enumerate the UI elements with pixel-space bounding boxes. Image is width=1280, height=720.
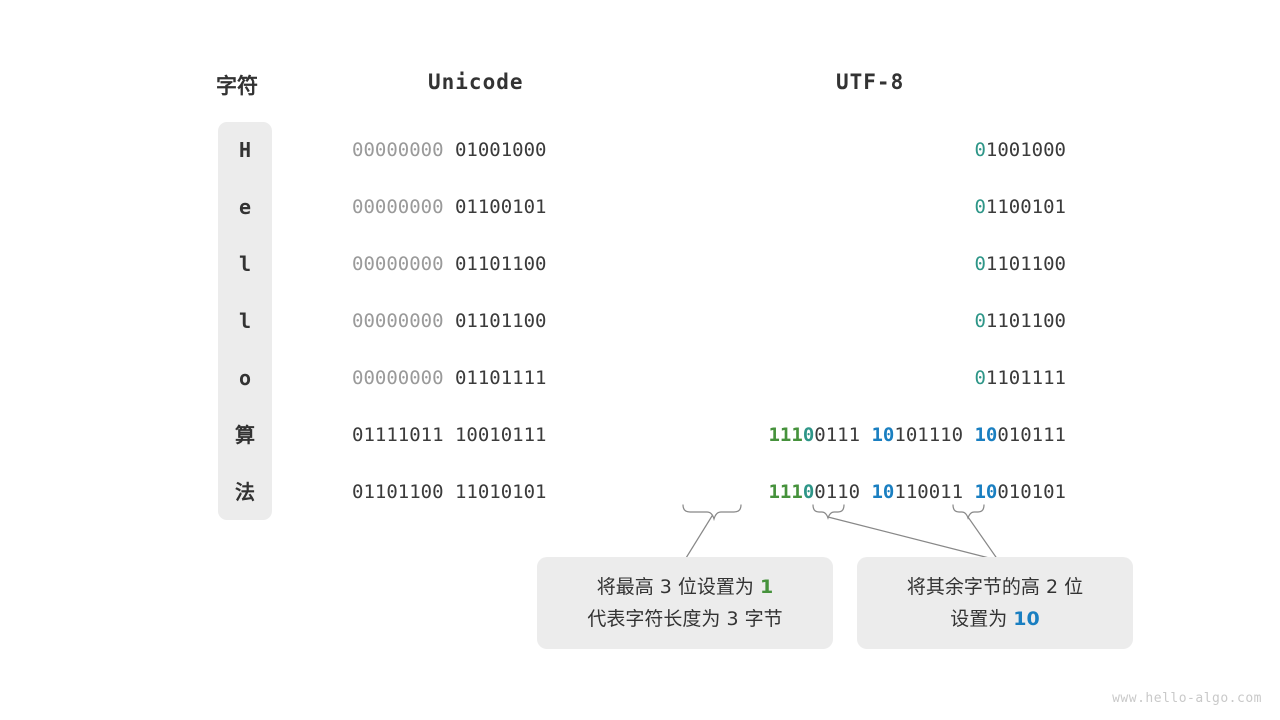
character-cell: 算 bbox=[235, 423, 255, 447]
column-header-unicode: Unicode bbox=[428, 70, 524, 94]
utf8-bits-cell: 11100110 10110011 10010101 bbox=[768, 478, 1066, 506]
unicode-low-bytes: 01001000 bbox=[454, 139, 547, 161]
utf8-byte-marker: 0 bbox=[802, 424, 815, 446]
utf8-byte-payload: 0110 bbox=[814, 481, 861, 503]
utf8-bits-cell: 01001000 bbox=[974, 136, 1066, 164]
unicode-bits-cell: 00000000 01001000 bbox=[352, 136, 608, 164]
utf8-byte-prefix: 111 bbox=[768, 481, 803, 503]
character-cell: l bbox=[238, 252, 252, 276]
unicode-bits-cell: 01111011 10010111 bbox=[352, 421, 608, 449]
callout-1-keyword: 1 bbox=[759, 576, 774, 598]
callout-continuation-bits: 将其余字节的高 2 位 设置为 10 bbox=[857, 557, 1133, 649]
unicode-low-bytes: 01101100 bbox=[454, 253, 547, 275]
byte-separator bbox=[860, 481, 871, 503]
character-cell: H bbox=[238, 138, 252, 162]
callout-1-line-2: 代表字符长度为 3 字节 bbox=[587, 603, 782, 635]
utf8-byte-prefix: 10 bbox=[871, 481, 895, 503]
utf8-byte-prefix: 0 bbox=[974, 367, 986, 389]
utf8-byte-payload: 110011 bbox=[894, 481, 964, 503]
utf8-byte-prefix: 10 bbox=[974, 424, 998, 446]
character-cell: e bbox=[238, 195, 252, 219]
utf8-byte-payload: 1001000 bbox=[985, 139, 1066, 161]
callout-2-line-1: 将其余字节的高 2 位 bbox=[907, 571, 1083, 603]
utf8-byte-payload: 1101100 bbox=[985, 253, 1066, 275]
byte-separator bbox=[963, 424, 974, 446]
unicode-low-bytes: 01100101 bbox=[454, 196, 547, 218]
utf8-byte-payload: 010111 bbox=[997, 424, 1066, 446]
unicode-low-bytes: 01101111 bbox=[454, 367, 547, 389]
byte-separator bbox=[860, 424, 871, 446]
utf8-bits-cell: 01101100 bbox=[974, 307, 1066, 335]
column-header-utf8: UTF-8 bbox=[836, 70, 905, 94]
callout-1-line-1-text: 将最高 3 位设置为 bbox=[596, 576, 760, 598]
callout-2-line-2-text: 设置为 bbox=[950, 608, 1014, 630]
utf8-byte-marker: 0 bbox=[802, 481, 815, 503]
utf8-bits-cell: 01100101 bbox=[974, 193, 1066, 221]
unicode-low-bytes: 01101100 bbox=[454, 310, 547, 332]
utf8-bits-cell: 01101100 bbox=[974, 250, 1066, 278]
utf8-bits-cell: 11100111 10101110 10010111 bbox=[768, 421, 1066, 449]
unicode-bits-cell: 00000000 01101100 bbox=[352, 250, 608, 278]
unicode-high-byte: 00000000 bbox=[352, 253, 455, 275]
character-cell: l bbox=[238, 309, 252, 333]
utf8-bits-cell: 01101111 bbox=[974, 364, 1066, 392]
unicode-high-byte: 00000000 bbox=[352, 139, 455, 161]
unicode-bits-cell: 00000000 01100101 bbox=[352, 193, 608, 221]
utf8-byte-prefix: 0 bbox=[974, 310, 986, 332]
utf8-byte-payload: 010101 bbox=[997, 481, 1066, 503]
unicode-bits-cell: 00000000 01101100 bbox=[352, 307, 608, 335]
unicode-low-bytes: 01111011 10010111 bbox=[352, 424, 547, 446]
utf8-byte-payload: 101110 bbox=[894, 424, 964, 446]
utf8-byte-payload: 1101111 bbox=[985, 367, 1066, 389]
callout-2-keyword: 10 bbox=[1013, 608, 1040, 630]
unicode-low-bytes: 01101100 11010101 bbox=[352, 481, 547, 503]
unicode-high-byte: 00000000 bbox=[352, 196, 455, 218]
character-cell: 法 bbox=[235, 480, 255, 504]
callout-1-line-1: 将最高 3 位设置为 1 bbox=[597, 571, 773, 603]
utf8-byte-prefix: 0 bbox=[974, 139, 986, 161]
utf8-byte-payload: 1101100 bbox=[985, 310, 1066, 332]
column-header-character: 字符 bbox=[216, 74, 258, 98]
callout-1-line-2-text: 代表字符长度为 3 字节 bbox=[587, 608, 783, 630]
character-cell: o bbox=[238, 366, 252, 390]
unicode-bits-cell: 00000000 01101111 bbox=[352, 364, 608, 392]
character-column-panel bbox=[218, 122, 272, 520]
utf8-byte-prefix: 111 bbox=[768, 424, 803, 446]
byte-separator bbox=[963, 481, 974, 503]
utf8-byte-prefix: 10 bbox=[974, 481, 998, 503]
unicode-high-byte: 00000000 bbox=[352, 367, 455, 389]
utf8-byte-prefix: 10 bbox=[871, 424, 895, 446]
utf8-byte-payload: 1100101 bbox=[985, 196, 1066, 218]
utf8-byte-payload: 0111 bbox=[814, 424, 861, 446]
unicode-bits-cell: 01101100 11010101 bbox=[352, 478, 608, 506]
callout-2-line-2: 设置为 10 bbox=[950, 603, 1040, 635]
callout-2-line-1-text: 将其余字节的高 2 位 bbox=[906, 576, 1084, 598]
watermark: www.hello-algo.com bbox=[1112, 691, 1262, 706]
utf8-byte-prefix: 0 bbox=[974, 253, 986, 275]
unicode-high-byte: 00000000 bbox=[352, 310, 455, 332]
callout-leading-bits: 将最高 3 位设置为 1 代表字符长度为 3 字节 bbox=[537, 557, 833, 649]
utf8-byte-prefix: 0 bbox=[974, 196, 986, 218]
